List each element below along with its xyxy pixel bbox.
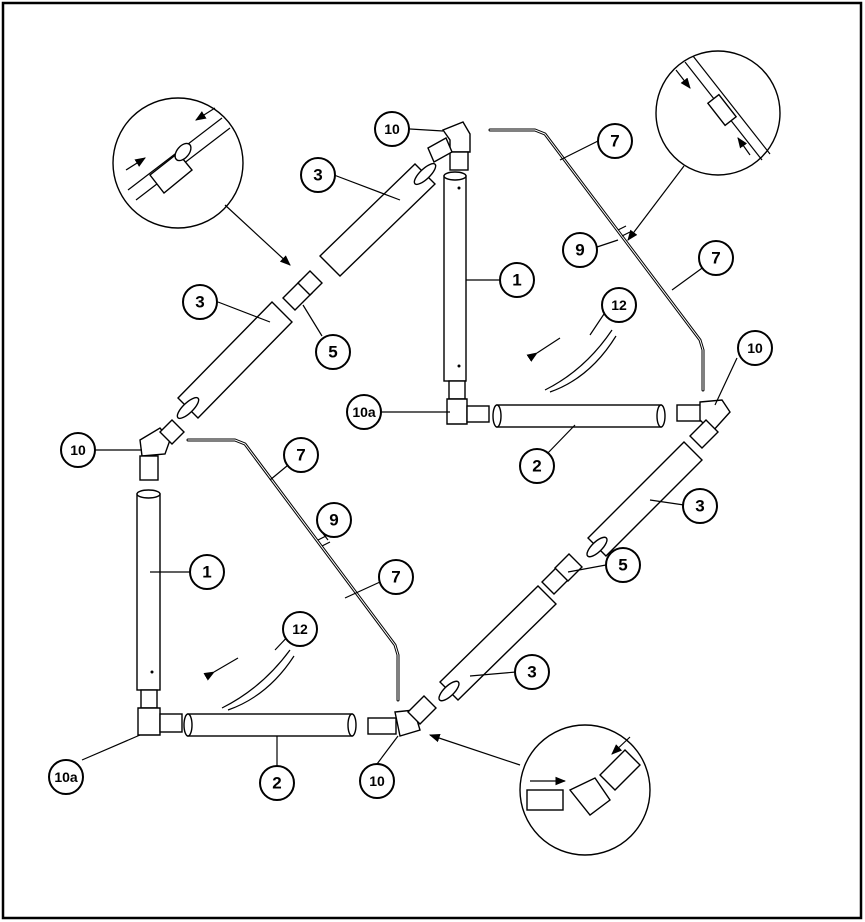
callout-5-lower: 5	[605, 547, 641, 583]
callout-10-top: 10	[374, 111, 410, 147]
callout-2-right: 2	[519, 448, 555, 484]
callout-label: 7	[391, 568, 400, 587]
callout-10a-left: 10a	[48, 759, 84, 795]
callout-7-left-mid: 7	[378, 559, 414, 595]
callout-label: 10a	[54, 769, 78, 785]
callout-label: 10	[384, 121, 400, 137]
callout-label: 5	[618, 556, 627, 575]
callout-5-upper: 5	[315, 334, 351, 370]
callout-label: 2	[272, 774, 281, 793]
detail-view-coupler	[112, 97, 291, 266]
callout-label: 7	[610, 132, 619, 151]
callout-10a-right: 10a	[346, 394, 382, 430]
callout-label: 3	[195, 293, 204, 312]
rod-7-lower	[186, 438, 400, 702]
callout-1-left: 1	[189, 554, 225, 590]
callout-leaders	[81, 128, 738, 766]
callout-label: 3	[313, 166, 322, 185]
callout-label: 10	[747, 340, 763, 356]
detail-view-elbow	[428, 724, 651, 856]
callout-label: 1	[512, 271, 521, 290]
callout-label: 12	[292, 621, 308, 637]
callout-9-upper: 9	[562, 232, 598, 268]
hairpin-12-lower	[203, 649, 295, 711]
callout-label: 2	[532, 457, 541, 476]
callout-12-upper: 12	[601, 287, 637, 323]
callout-3-left: 3	[182, 284, 218, 320]
pipe-1-right	[443, 171, 467, 382]
elbow-10-bottom	[367, 695, 437, 737]
callout-3-right: 3	[682, 488, 718, 524]
pipe-3-left-upper	[176, 301, 293, 420]
pipe-2-left	[183, 713, 357, 737]
callout-label: 10	[369, 773, 385, 789]
callout-7-upper-mid: 7	[698, 240, 734, 276]
callout-label: 7	[711, 249, 720, 268]
pipe-3-lower	[438, 585, 557, 702]
pipe-3-upper	[319, 162, 437, 277]
rod-7-upper	[488, 128, 705, 392]
callout-1-right: 1	[499, 262, 535, 298]
coupler-5-upper	[282, 270, 323, 311]
callout-label: 12	[611, 297, 627, 313]
callout-10-right: 10	[737, 330, 773, 366]
coupler-5-lower	[541, 553, 583, 595]
callout-label: 10	[70, 442, 86, 458]
callout-label: 3	[695, 497, 704, 516]
callout-label: 9	[575, 241, 584, 260]
pipe-1-left	[136, 489, 161, 691]
callout-10-left: 10	[60, 432, 96, 468]
pipe-3-right-lower	[586, 441, 703, 558]
elbow-10-top	[427, 121, 471, 171]
callout-2-left: 2	[259, 765, 295, 801]
elbow-10-right	[676, 399, 731, 449]
callout-label: 5	[328, 343, 337, 362]
hairpin-12-upper	[526, 329, 617, 393]
callout-label: 9	[329, 511, 338, 530]
callout-7-top: 7	[597, 123, 633, 159]
callout-10-bottom: 10	[359, 763, 395, 799]
elbow-10-left	[139, 419, 185, 481]
elbow-10a-right	[446, 380, 490, 425]
pipe-2-right	[492, 404, 666, 428]
callout-label: 1	[202, 563, 211, 582]
callout-12-lower: 12	[282, 611, 318, 647]
callout-label: 3	[527, 663, 536, 682]
callout-label: 7	[296, 446, 305, 465]
callout-9-lower: 9	[316, 502, 352, 538]
callout-label: 10a	[352, 404, 376, 420]
callout-3-lower: 3	[514, 654, 550, 690]
elbow-10a-left	[137, 689, 183, 736]
callout-7-left-top: 7	[283, 437, 319, 473]
detail-view-rod-joint	[627, 50, 781, 241]
callout-3-upper: 3	[300, 157, 336, 193]
